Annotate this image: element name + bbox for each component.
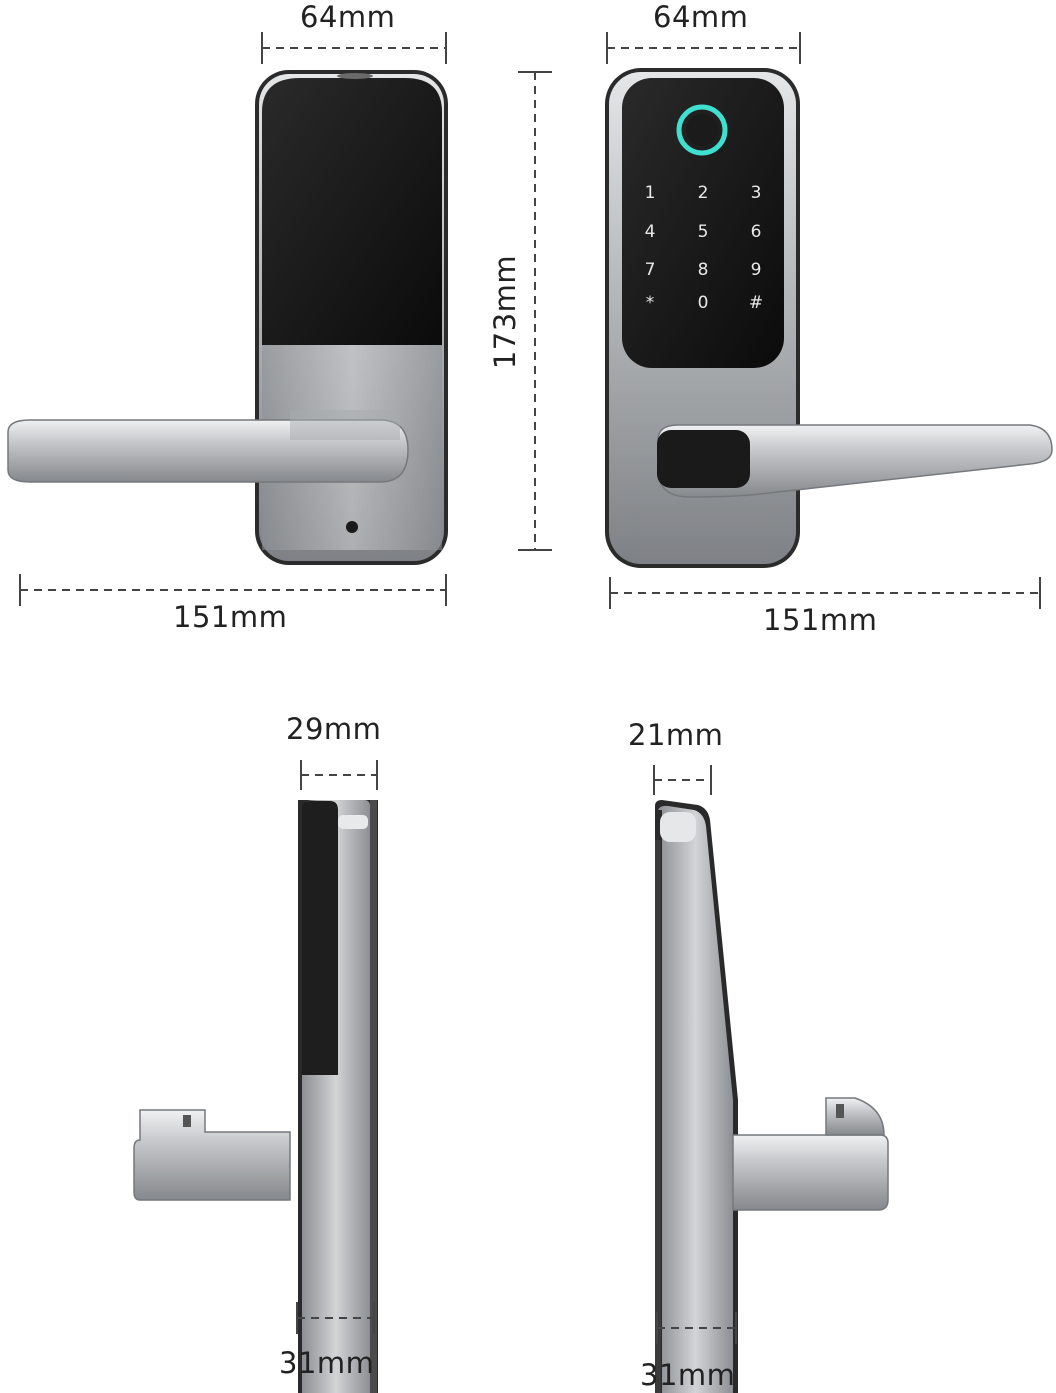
side-back-lever: [133, 1109, 291, 1201]
side-front-lever-notch: [836, 1104, 844, 1118]
side-front-body: [658, 805, 733, 1393]
back-battery-cover: [262, 78, 442, 345]
keypad-key-10: 0: [698, 293, 709, 313]
keypad-key-2: 3: [751, 183, 762, 203]
fingerprint-sensor-icon: [686, 114, 718, 146]
dim-label-height: 173mm: [488, 254, 523, 370]
dim-label-front-total-width: 151mm: [763, 603, 878, 637]
keypad-key-3: 4: [645, 222, 656, 242]
front-view: 1 2 3 4 5 6 7 8 9 * 0 #: [605, 68, 1053, 568]
dim-label-back-width: 64mm: [300, 0, 396, 34]
side-front-lever: [732, 1134, 889, 1211]
back-top-slot: [337, 73, 373, 79]
side-front-highlight: [660, 812, 696, 842]
back-handle-base: [290, 410, 400, 440]
side-back-cover: [302, 801, 338, 1075]
dim-label-side-front-bottom: 31mm: [640, 1358, 736, 1392]
dim-label-back-total-width: 151mm: [173, 600, 288, 634]
side-front-edge: [655, 840, 661, 1393]
dim-label-side-back-bottom: 31mm: [279, 1346, 375, 1380]
keypad-key-11: #: [749, 293, 763, 313]
keypad-panel: [622, 78, 784, 368]
keypad-key-6: 7: [645, 260, 656, 280]
dimension-lines: [19, 32, 1041, 1344]
side-back-highlight: [338, 815, 368, 829]
side-front-lever-tip: [825, 1097, 885, 1136]
keypad-key-9: *: [646, 293, 655, 313]
keypad-key-5: 6: [751, 222, 762, 242]
dim-label-side-front-top: 21mm: [628, 718, 724, 752]
back-screw-hole-icon: [346, 521, 358, 533]
keypad-keys: 1 2 3 4 5 6 7 8 9 * 0 #: [645, 183, 764, 313]
keypad-key-0: 1: [645, 183, 656, 203]
side-view-front-unit: [655, 800, 889, 1393]
side-back-edge: [370, 800, 377, 1393]
dim-label-front-width: 64mm: [653, 0, 749, 34]
dim-label-side-back-top: 29mm: [286, 712, 382, 746]
side-back-lever-notch: [183, 1115, 191, 1127]
keypad-key-8: 9: [751, 260, 762, 280]
front-handle-fingerprint-pad: [657, 430, 750, 488]
front-lever-handle: [657, 424, 1053, 498]
fingerprint-ring-icon: [676, 104, 728, 156]
keypad-key-1: 2: [698, 183, 709, 203]
keypad-key-7: 8: [698, 260, 709, 280]
back-view: [7, 70, 448, 565]
side-view-back-unit: [133, 800, 378, 1393]
keypad-key-4: 5: [698, 222, 709, 242]
